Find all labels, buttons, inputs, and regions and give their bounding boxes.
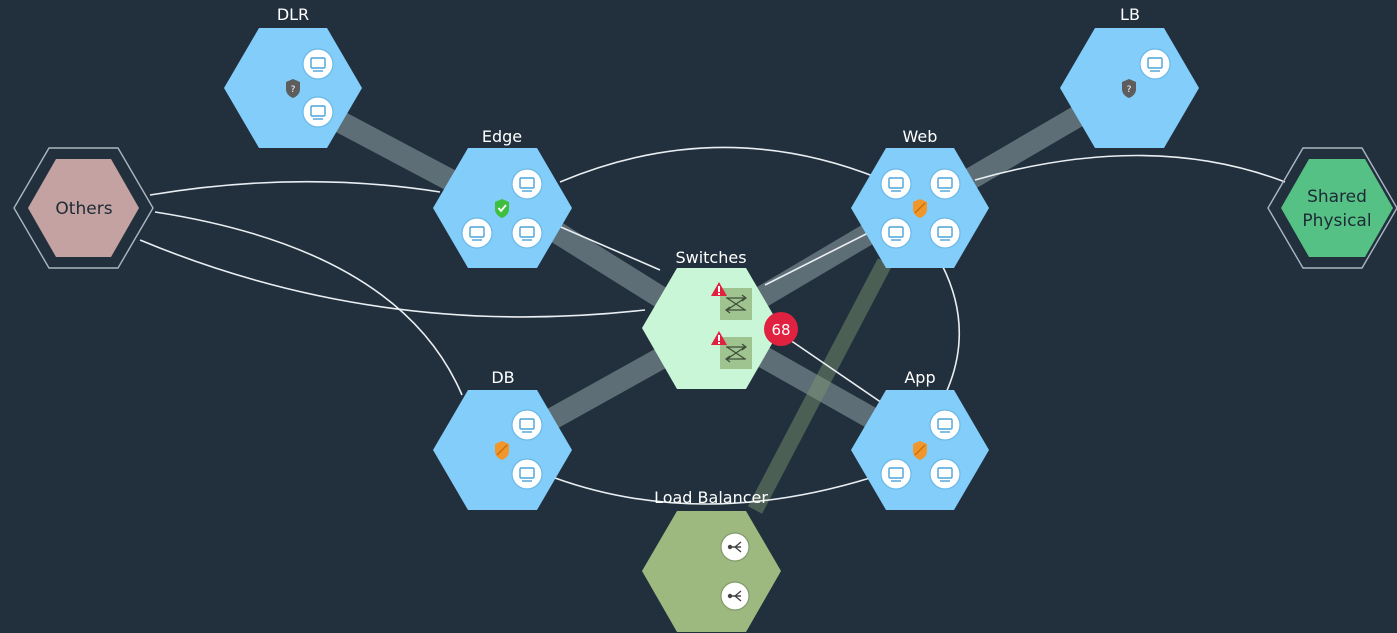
group-db[interactable]: DB [433,368,572,510]
shared-physical-label-line2: Physical [1302,211,1371,231]
vm-icon[interactable] [929,168,961,200]
vm-icon[interactable] [929,409,961,441]
vm-icon[interactable] [1139,48,1171,80]
link-web-lb [954,102,1091,195]
lb-label: LB [1120,5,1140,24]
link-edge-switches [539,215,671,310]
vm-icon[interactable] [302,48,334,80]
group-lb[interactable]: LB ? [1060,5,1199,148]
link-others-edge [149,180,441,196]
shield-icon [913,441,927,460]
group-switches[interactable]: Switches 68 [642,248,798,389]
web-label: Web [903,127,938,146]
vm-icon[interactable] [461,217,493,249]
dlr-label: DLR [277,5,309,24]
link-others-switches [139,239,646,318]
others-outline [13,147,154,269]
svg-text:?: ? [291,85,296,95]
vm-icon[interactable] [511,217,543,249]
alert-count-badge[interactable]: 68 [764,312,798,346]
edge-label: Edge [482,127,522,146]
shield-icon [495,441,509,460]
group-load-balancer[interactable]: Load Balancer [642,488,781,632]
shared-physical-label-line1: Shared [1307,187,1367,207]
vm-icon[interactable] [880,458,912,490]
load-balancer-label: Load Balancer [654,488,768,507]
vm-icon[interactable] [511,409,543,441]
group-edge[interactable]: Edge [433,127,572,268]
vm-icon[interactable] [880,217,912,249]
link-web-loadbalancer [747,258,893,514]
db-label: DB [491,368,514,387]
load-balancer-hexagon[interactable] [642,511,781,632]
switches-label: Switches [675,248,746,267]
link-web-shared-physical [974,154,1286,183]
link-dlr-edge [327,108,456,190]
load-balancer-icon[interactable] [720,581,750,611]
shield-icon [913,199,927,218]
shield-icon: ? [1122,79,1136,98]
external-others[interactable]: Others [13,147,154,269]
vm-icon[interactable] [302,96,334,128]
vm-icon[interactable] [511,168,543,200]
load-balancer-icon[interactable] [720,532,750,562]
link-switches-web-thin [764,227,879,286]
link-db-switches [544,346,671,430]
vm-icon[interactable] [880,168,912,200]
vm-icon[interactable] [511,458,543,490]
link-switches-app-thin [789,339,886,406]
external-shared-physical[interactable]: Shared Physical [1267,147,1397,269]
link-db-app [554,477,871,505]
link-others-db [154,211,463,396]
others-hexagon[interactable] [28,159,139,257]
thick-connectors [327,102,1091,514]
shield-icon: ? [286,79,300,98]
vm-icon[interactable] [929,458,961,490]
group-web[interactable]: Web [851,127,989,268]
link-switches-app [754,345,881,430]
svg-text:?: ? [1127,85,1132,95]
alert-count: 68 [771,321,790,339]
app-label: App [904,368,935,387]
link-switches-web [754,220,881,308]
shared-physical-hexagon[interactable] [1281,159,1393,257]
link-edge-web [559,146,879,183]
group-app[interactable]: App [851,368,989,510]
group-dlr[interactable]: DLR ? [224,5,362,148]
vm-icon[interactable] [929,217,961,249]
others-label: Others [55,199,112,219]
shared-physical-outline [1267,147,1397,269]
link-web-app [941,264,961,396]
shield-check-icon [495,199,509,218]
